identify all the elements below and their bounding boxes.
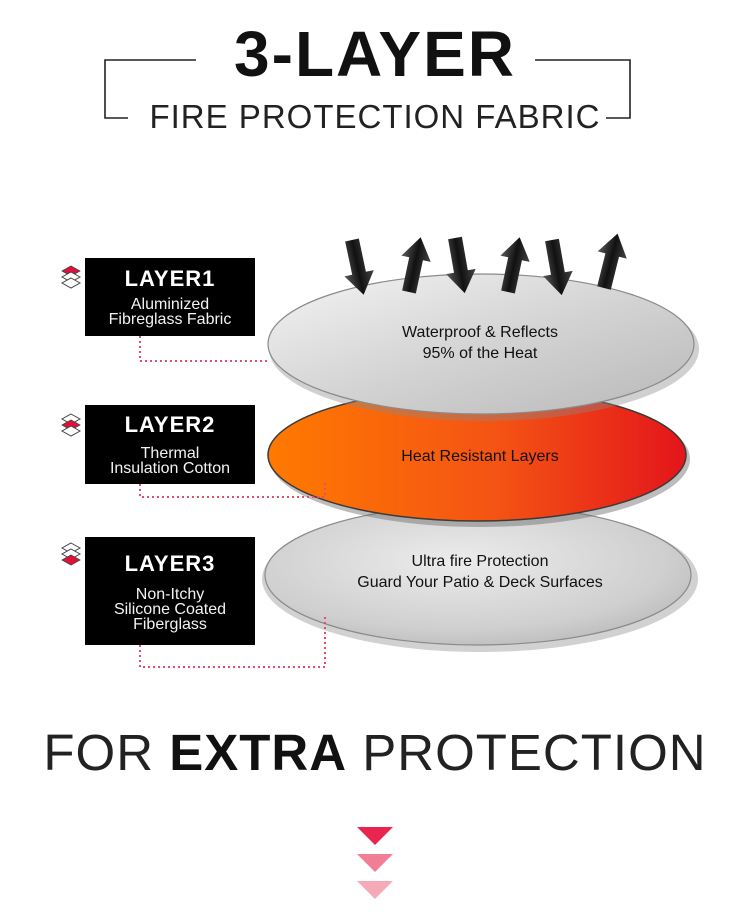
layer1-description: Aluminized Fibreglass Fabric (108, 296, 232, 328)
page-title: 3-LAYER (234, 18, 516, 90)
chevron-down-icon (357, 827, 393, 845)
tagline-prefix: FOR (43, 724, 155, 781)
arrow-up-icon (597, 233, 627, 290)
tagline: FOR EXTRA PROTECTION (0, 727, 750, 778)
scroll-down-indicator (357, 827, 393, 899)
layer1-connector (139, 336, 270, 362)
layer2-label: LAYER2 Thermal Insulation Cotton (85, 405, 255, 484)
layer3-disc-text: Ultra fire Protection Guard Your Patio &… (357, 553, 603, 591)
layer3-connector (139, 617, 326, 668)
layer3-label: LAYER3 Non-Itchy Silicone Coated Fibergl… (85, 537, 255, 645)
layers-icon (60, 265, 82, 289)
arrow-up-icon (500, 237, 530, 294)
chevron-down-icon (357, 881, 393, 899)
tagline-suffix: PROTECTION (362, 724, 707, 781)
chevron-down-icon (357, 854, 393, 872)
arrow-up-icon (401, 237, 431, 294)
layer-diagram (60, 233, 699, 668)
layers-icon (60, 413, 82, 437)
arrow-down-icon (344, 238, 374, 295)
layers-icon (60, 542, 82, 566)
tagline-emphasis: EXTRA (169, 724, 348, 781)
arrow-down-icon (446, 236, 476, 294)
page-subtitle: FIRE PROTECTION FABRIC (149, 98, 601, 135)
title-frame (104, 59, 631, 119)
layer3-description: Non-Itchy Silicone Coated Fiberglass (113, 586, 227, 633)
layer1-label: LAYER1 Aluminized Fibreglass Fabric (85, 258, 255, 336)
layer2-title: LAYER2 (124, 412, 216, 437)
layer2-connector (139, 480, 326, 498)
layer3-title: LAYER3 (124, 551, 216, 576)
layer2-description: Thermal Insulation Cotton (109, 445, 231, 477)
layer2-disc-text: Heat Resistant Layers (401, 448, 559, 465)
layer1-title: LAYER1 (124, 266, 216, 291)
layer1-disc-text: Waterproof & Reflects 95% of the Heat (402, 324, 558, 362)
arrow-down-icon (543, 238, 573, 296)
layer1-disc (267, 273, 695, 415)
